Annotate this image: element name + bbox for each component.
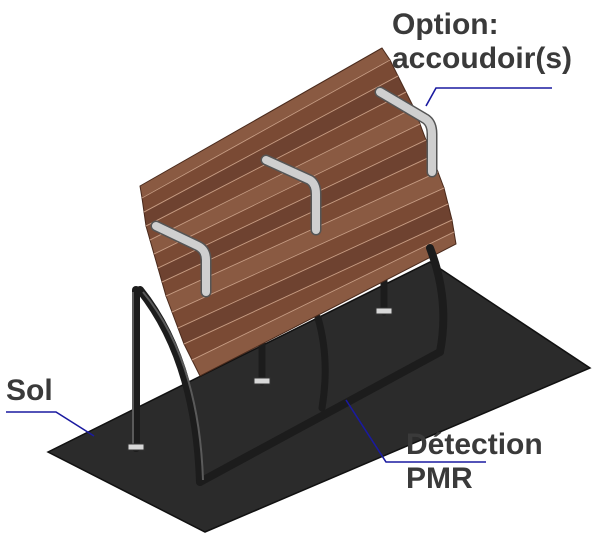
sol-leader xyxy=(6,411,95,437)
leader-lines xyxy=(6,87,552,463)
wood-slats xyxy=(139,47,457,377)
detection-label-line2: PMR xyxy=(406,462,473,495)
ground-label: Sol xyxy=(6,374,53,407)
ground-mat xyxy=(46,261,592,533)
option-leader xyxy=(425,87,552,107)
front-frame xyxy=(132,244,448,486)
slat-highlights xyxy=(141,59,455,361)
front-leg-foot xyxy=(127,443,145,451)
detection-label-line1: Détection xyxy=(406,428,543,461)
option-label-line1: Option: xyxy=(392,8,499,41)
detection-leader xyxy=(345,399,486,463)
option-armrest-label: Option: accoudoir(s) xyxy=(392,8,572,76)
pmr-detection-label: Détection PMR xyxy=(406,428,543,496)
front-frame-highlight xyxy=(132,291,204,481)
option-label-line2: accoudoir(s) xyxy=(392,42,573,75)
rear-leg-feet xyxy=(253,307,393,385)
armrests xyxy=(150,86,438,298)
